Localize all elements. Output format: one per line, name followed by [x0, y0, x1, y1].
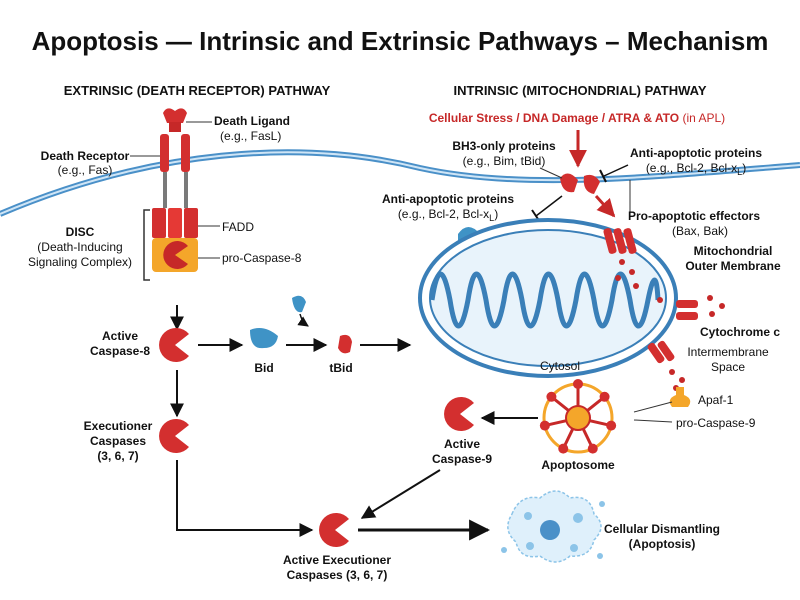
pro-caspase-9-label: pro-Caspase-9: [676, 416, 756, 430]
diagram-title: Apoptosis — Intrinsic and Extrinsic Path…: [32, 26, 769, 56]
anti-apoptotic-left-label: Anti-apoptotic proteins: [382, 192, 514, 206]
caspase-9-unit: [558, 443, 569, 454]
extrinsic-pathway-header: EXTRINSIC (DEATH RECEPTOR) PATHWAY: [64, 83, 331, 98]
active-executioner-label-line2: Caspases (3, 6, 7): [287, 568, 388, 582]
executioner-caspases-line2: Caspases: [90, 434, 146, 448]
death-receptor-icon: [160, 134, 190, 208]
inhibit-line-right: [603, 164, 629, 177]
bh3-only-label: BH3-only proteins: [452, 139, 556, 153]
dismantled-cell-icon: [501, 490, 605, 563]
intermembrane-label-line2: Space: [711, 360, 745, 374]
executioner-caspases-line3: (3, 6, 7): [97, 449, 138, 463]
active-executioner-caspases-icon: [319, 513, 349, 547]
pro-caspase-8-icon: [152, 238, 198, 272]
anti-apoptotic-right-example: (e.g., Bcl-2, Bcl-xL): [646, 161, 746, 177]
active-caspase-9-label-line1: Active: [444, 437, 480, 451]
mito-membrane-label-line2: Outer Membrane: [685, 259, 781, 273]
cytochrome-c-icon: [615, 259, 725, 391]
pro-caspase-8-label: pro-Caspase-8: [222, 251, 302, 265]
death-receptor-label: Death Receptor: [41, 149, 130, 163]
disc-bracket: [143, 209, 150, 281]
death-ligand-icon: [163, 108, 187, 132]
active-caspase-9-label-line2: Caspase-9: [432, 452, 492, 466]
caspase-9-unit: [587, 443, 598, 454]
tbid-label: tBid: [329, 361, 352, 375]
cellular-dismantling-label-line2: (Apoptosis): [629, 537, 696, 551]
pro-apoptotic-effectors-label: Pro-apoptotic effectors: [628, 209, 760, 223]
apaf-1-label: Apaf-1: [698, 393, 734, 407]
anti-apoptotic-left-example: (e.g., Bcl-2, Bcl-xL): [398, 207, 498, 223]
disc-desc-line2: Signaling Complex): [28, 255, 132, 269]
caspase-9-unit: [546, 391, 557, 402]
active-caspase-8-label-line1: Active: [102, 329, 138, 343]
fadd-icon: [152, 208, 198, 238]
bid-label: Bid: [254, 361, 273, 375]
death-ligand-example: (e.g., FasL): [220, 129, 281, 143]
bh3-only-proteins-icon: [560, 173, 600, 194]
anti-apoptotic-right-label: Anti-apoptotic proteins: [630, 146, 762, 160]
tbid-icon: [338, 334, 352, 354]
bh3-only-example: (e.g., Bim, tBid): [463, 154, 546, 168]
caspase-9-unit: [573, 379, 583, 389]
bax-bak-pore-icon: [603, 228, 698, 364]
apoptosome-label: Apoptosome: [541, 458, 615, 472]
active-caspase-8-label-line2: Caspase-8: [90, 344, 150, 358]
death-receptor-example: (e.g., Fas): [58, 163, 113, 177]
active-caspase-9-icon: [444, 397, 474, 431]
death-ligand-label: Death Ligand: [214, 114, 290, 128]
caspase-9-unit: [599, 391, 610, 402]
caspase-9-unit: [606, 420, 617, 431]
mito-membrane-label-line1: Mitochondrial: [694, 244, 773, 258]
active-executioner-label-line1: Active Executioner: [283, 553, 391, 567]
mitochondrion-icon: [418, 218, 678, 378]
active-caspase-8-icon: [159, 328, 189, 362]
fadd-label: FADD: [222, 220, 254, 234]
cell-membrane: [0, 149, 800, 217]
apaf-1-icon: [669, 387, 691, 407]
death-receptor-complex: [143, 108, 198, 281]
caspase-9-unit: [539, 420, 550, 431]
intermembrane-label-line1: Intermembrane: [687, 345, 769, 359]
pro-apoptotic-effectors-example: (Bax, Bak): [672, 224, 728, 238]
executioner-caspases-line1: Executioner: [84, 419, 153, 433]
intrinsic-pathway-header: INTRINSIC (MITOCHONDRIAL) PATHWAY: [453, 83, 706, 98]
bid-icon: [250, 295, 309, 349]
executioner-caspases-icon: [159, 419, 189, 453]
cellular-dismantling-label-line1: Cellular Dismantling: [604, 522, 720, 536]
apoptosome-icon: [539, 379, 617, 454]
disc-label: DISC: [66, 225, 95, 239]
cytosol-label: Cytosol: [540, 359, 580, 373]
cytochrome-c-label: Cytochrome c: [700, 325, 780, 339]
cellular-stress-label: Cellular Stress / DNA Damage / ATRA & AT…: [429, 111, 725, 125]
disc-desc-line1: (Death-Inducing: [37, 240, 122, 254]
